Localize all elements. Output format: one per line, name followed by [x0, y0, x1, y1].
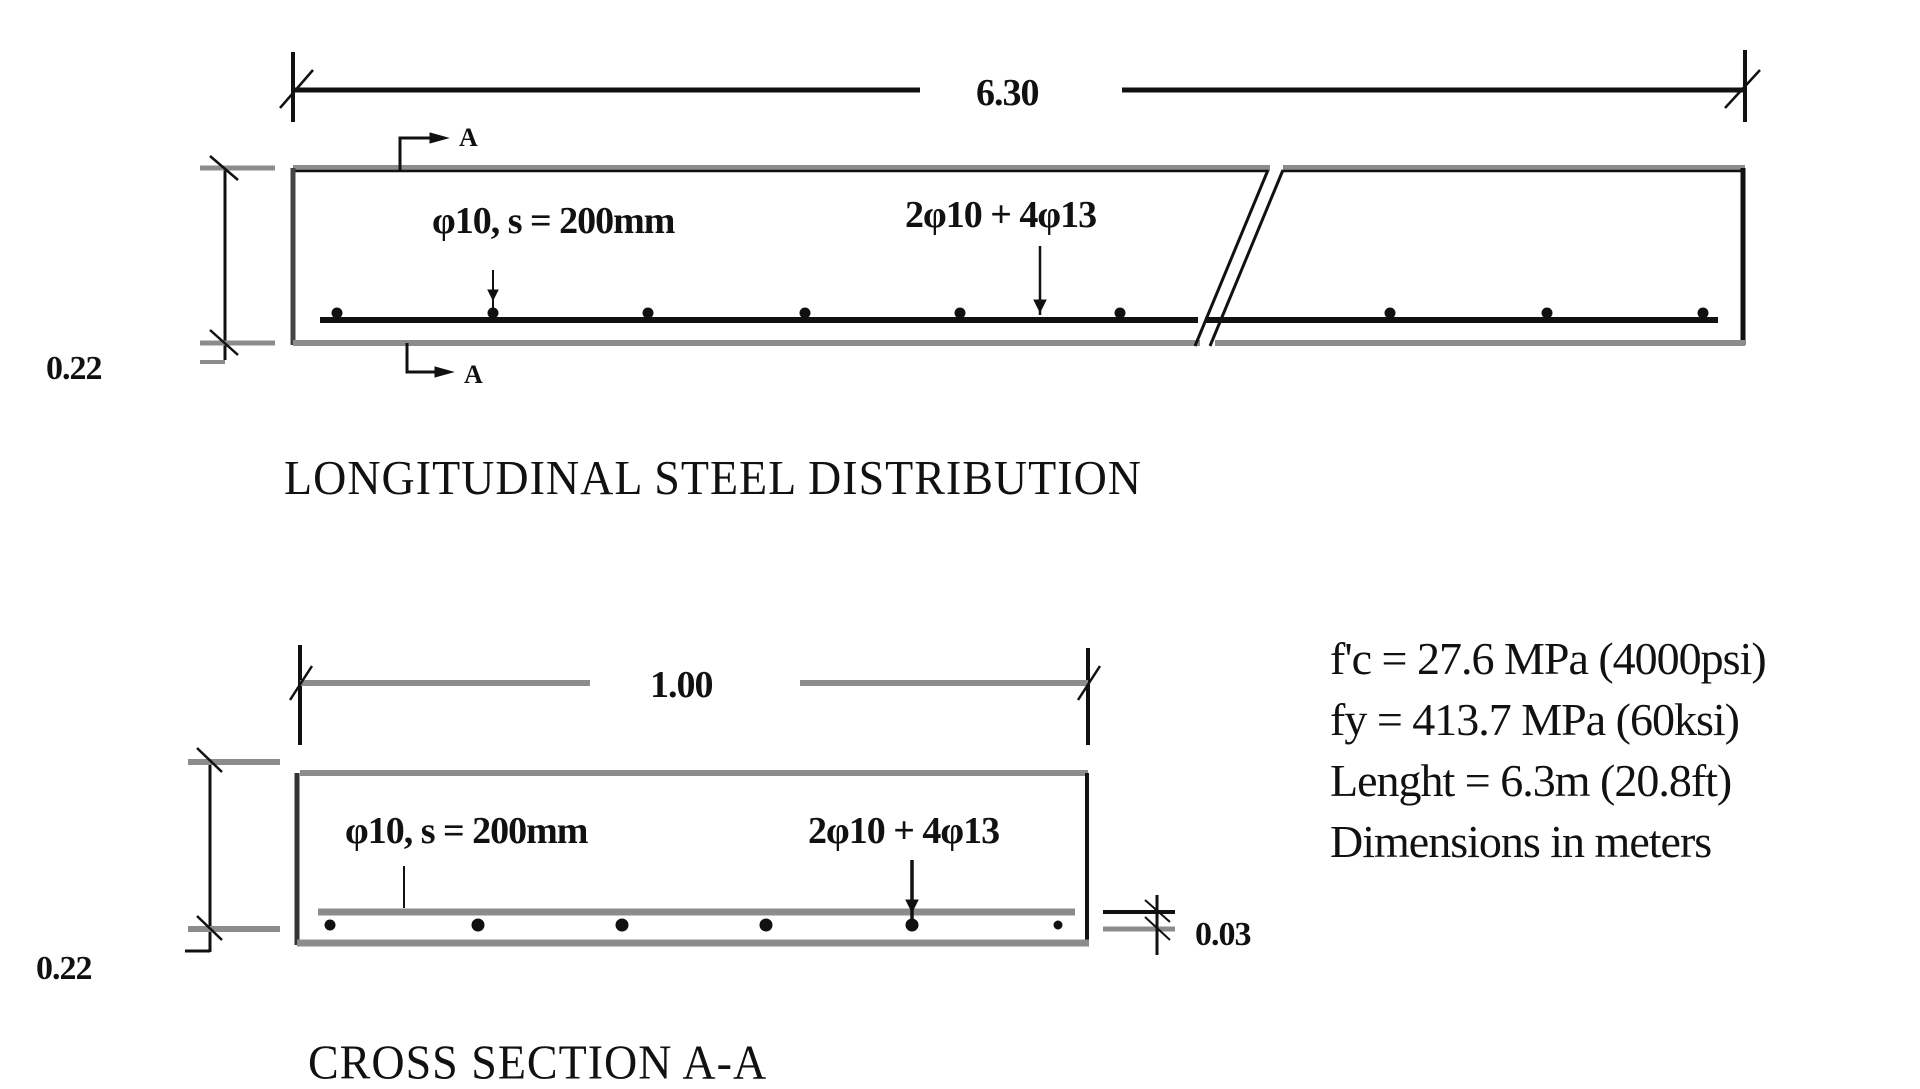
section-mark-bottom: A [464, 360, 483, 389]
section-mark-top: A [459, 123, 478, 152]
longitudinal-length-dimension [279, 50, 1761, 122]
longitudinal-title: LONGITUDINAL STEEL DISTRIBUTION [284, 450, 1143, 505]
cross-section-leaders [403, 860, 919, 930]
cross-section-main-bar-label: 2φ10 + 4φ13 [808, 810, 1000, 852]
cross-section-width-dimension [288, 645, 1102, 745]
note-concrete-strength: f'c = 27.6 MPa (4000psi) [1330, 633, 1767, 684]
longitudinal-main-bar-label: 2φ10 + 4φ13 [905, 194, 1097, 236]
cross-section-width-label: 1.00 [650, 664, 713, 706]
material-notes: f'c = 27.6 MPa (4000psi) fy = 413.7 MPa … [1330, 628, 1767, 872]
longitudinal-height-label: 0.22 [46, 350, 102, 387]
longitudinal-stirrup-label: φ10, s = 200mm [432, 200, 675, 242]
cross-section-stirrup-label: φ10, s = 200mm [345, 810, 588, 852]
cross-section-outline [294, 770, 1089, 947]
note-steel-yield: fy = 413.7 MPa (60ksi) [1330, 694, 1740, 745]
beam-outline [290, 165, 1746, 346]
cover-dimension [1103, 895, 1175, 955]
longitudinal-rebar [320, 307, 1718, 323]
cover-label: 0.03 [1195, 916, 1251, 953]
longitudinal-leaders [487, 246, 1047, 315]
note-length: Lenght = 6.3m (20.8ft) [1330, 755, 1732, 806]
section-cut-marks [398, 132, 455, 378]
longitudinal-height-dimension [200, 155, 275, 364]
cross-section-height-dimension [185, 747, 280, 953]
cross-section-title: CROSS SECTION A-A [308, 1035, 768, 1089]
break-line [1193, 169, 1285, 347]
cross-section-rebar [318, 908, 1075, 932]
cross-section-height-label: 0.22 [36, 950, 92, 987]
longitudinal-length-label: 6.30 [976, 72, 1039, 114]
note-units: Dimensions in meters [1330, 816, 1712, 867]
